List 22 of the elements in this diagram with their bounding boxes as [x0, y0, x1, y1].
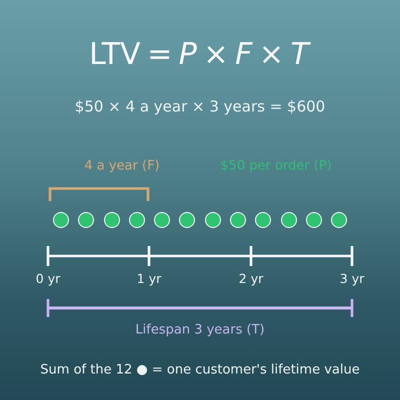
order-dot — [154, 212, 170, 228]
summary-note: Sum of the 12 ● = one customer's lifetime value — [40, 364, 360, 378]
tick-label: 3 yr — [340, 272, 364, 286]
order-dot — [78, 212, 94, 228]
order-dot — [331, 212, 347, 228]
tick-label: 0 yr — [36, 272, 60, 286]
order-dot — [230, 212, 246, 228]
formula-title: LTV = P × F × T — [89, 38, 309, 72]
tick-label: 2 yr — [238, 272, 264, 286]
order-dot — [280, 212, 296, 228]
lifespan-label: Lifespan 3 years (T) — [135, 324, 265, 338]
order-dot — [104, 212, 120, 228]
order-dot — [128, 212, 145, 228]
order-dot — [179, 212, 196, 228]
order-dot — [255, 212, 272, 228]
order-dot — [53, 212, 69, 228]
price-label: $50 per order (P) — [220, 160, 332, 174]
equation-text: $50 × 4 a year × 3 years = $600 — [74, 98, 326, 116]
order-dot — [306, 212, 322, 228]
tick-label: 1 yr — [136, 272, 162, 286]
frequency-label: 4 a year (F) — [84, 160, 160, 174]
order-dot — [204, 212, 221, 228]
